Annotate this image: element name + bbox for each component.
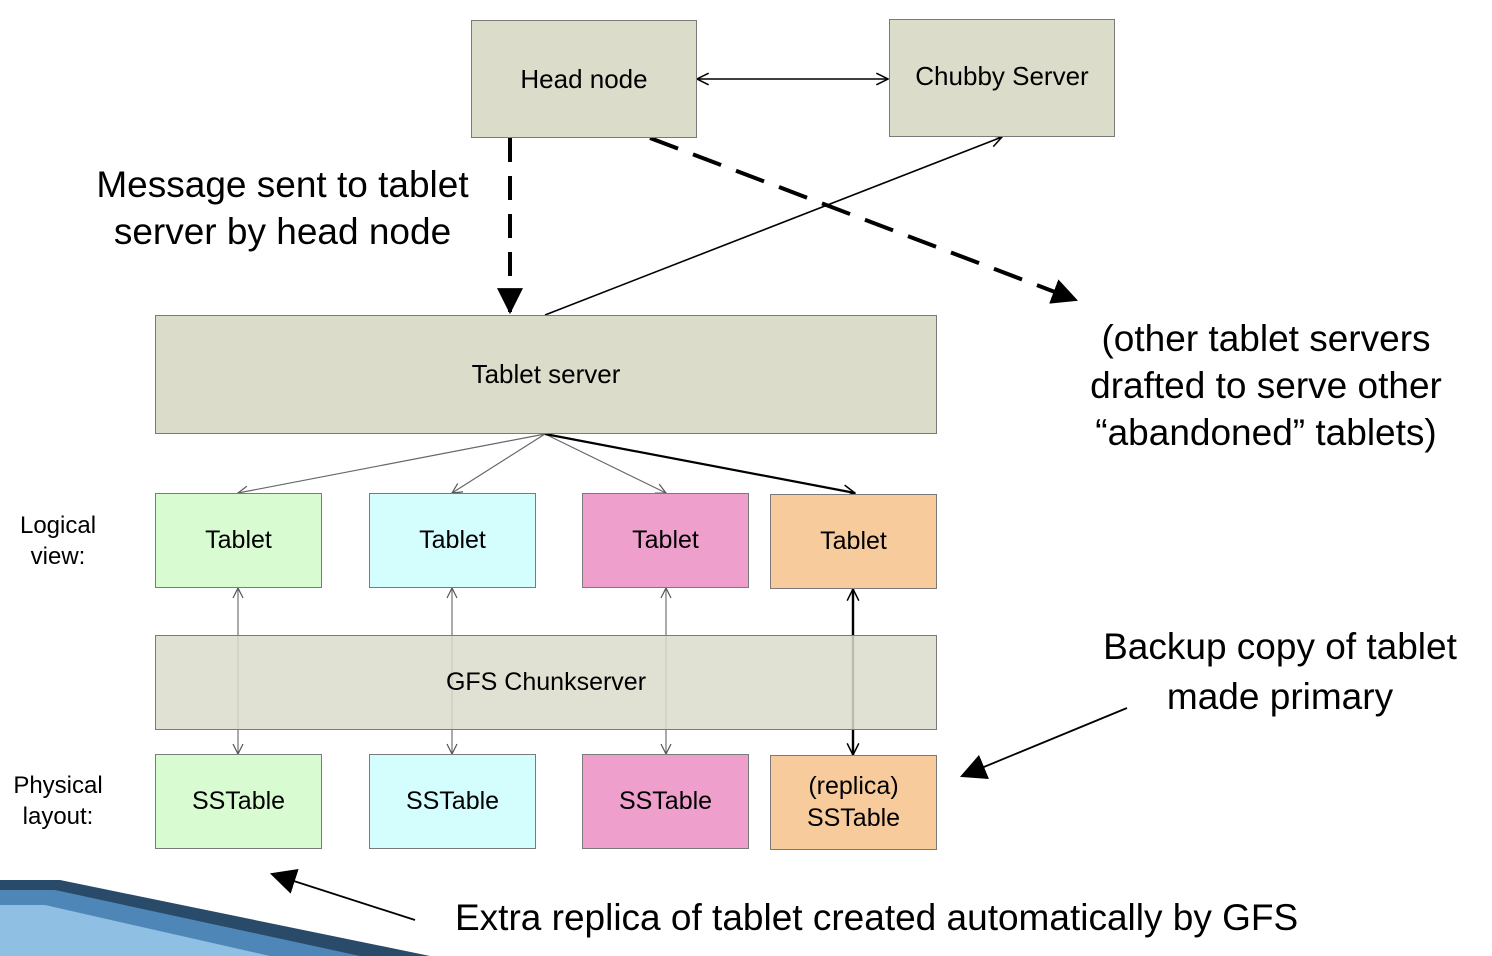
gfs-chunkserver-label: GFS Chunkserver (445, 668, 647, 696)
chubby-server: Chubby Server (889, 19, 1115, 137)
tablet-server-label: Tablet server (471, 359, 621, 389)
tablet-4: Tablet (770, 494, 937, 589)
tablet-server-to-chubby-arrow (544, 137, 1002, 316)
chubby-server-label: Chubby Server (915, 60, 1089, 91)
backup-copy-arrow (959, 707, 1128, 779)
head-node: Head node (471, 20, 697, 138)
head-to-other-servers-arrow (649, 136, 1079, 304)
other-servers-annotation: (other tablet servers drafted to serve o… (1090, 318, 1442, 453)
sstable-3: SSTable (582, 754, 749, 849)
tablet-3: Tablet (582, 493, 749, 588)
physical-layout-label: Physical layout: (13, 772, 103, 831)
sstable-2: SSTable (369, 754, 536, 849)
extra-replica-arrow (269, 868, 416, 921)
sstable-1: SSTable (155, 754, 322, 849)
tablet-1: Tablet (155, 493, 322, 588)
server-to-tablet-2-arrow (452, 433, 546, 493)
replica-sstable: (replica) SSTable (770, 755, 937, 850)
server-to-tablet-3-arrow (544, 433, 666, 493)
head-node-label: Head node (520, 63, 648, 94)
tablet-server: Tablet server (155, 315, 937, 434)
server-to-tablet-4-arrow (544, 432, 855, 493)
message-annotation: Message sent to tablet server by head no… (96, 164, 469, 252)
logical-view-label: Logical view: (19, 512, 97, 571)
backup-annotation: Backup copy of tablet made primary (1103, 626, 1457, 718)
extra-replica-annotation: Extra replica of tablet created automati… (455, 897, 1299, 938)
gfs-chunkserver: GFS Chunkserver (155, 635, 937, 730)
slide-decoration (0, 880, 430, 956)
tablet-2: Tablet (369, 493, 536, 588)
server-to-tablet-1-arrow (238, 433, 546, 493)
